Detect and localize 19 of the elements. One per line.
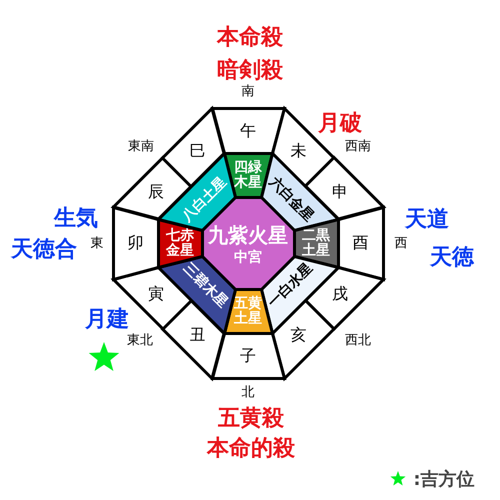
direction-label: 南 — [242, 83, 254, 100]
direction-label: 北 — [242, 384, 254, 401]
annotation: 天徳合 — [11, 236, 77, 264]
annotation: 生気 — [54, 205, 98, 233]
annotation: 本命的殺 — [207, 435, 295, 463]
annotation: 暗剣殺 — [217, 57, 283, 84]
direction-label: 東南 — [128, 138, 154, 155]
annotation: 月建 — [85, 306, 129, 333]
direction-label: 西南 — [345, 138, 371, 155]
legend-text: :吉方位 — [413, 468, 475, 491]
annotation: 本命殺 — [217, 24, 283, 52]
annotation: 天道 — [405, 206, 449, 234]
direction-label: 西 — [394, 235, 408, 252]
direction-label: 西北 — [345, 332, 371, 349]
annotation: 月破 — [318, 110, 362, 138]
direction-label: 東 — [90, 235, 104, 252]
annotation: 五黄殺 — [218, 405, 284, 433]
direction-label: 東北 — [127, 332, 153, 349]
annotation: 天徳 — [430, 244, 474, 272]
